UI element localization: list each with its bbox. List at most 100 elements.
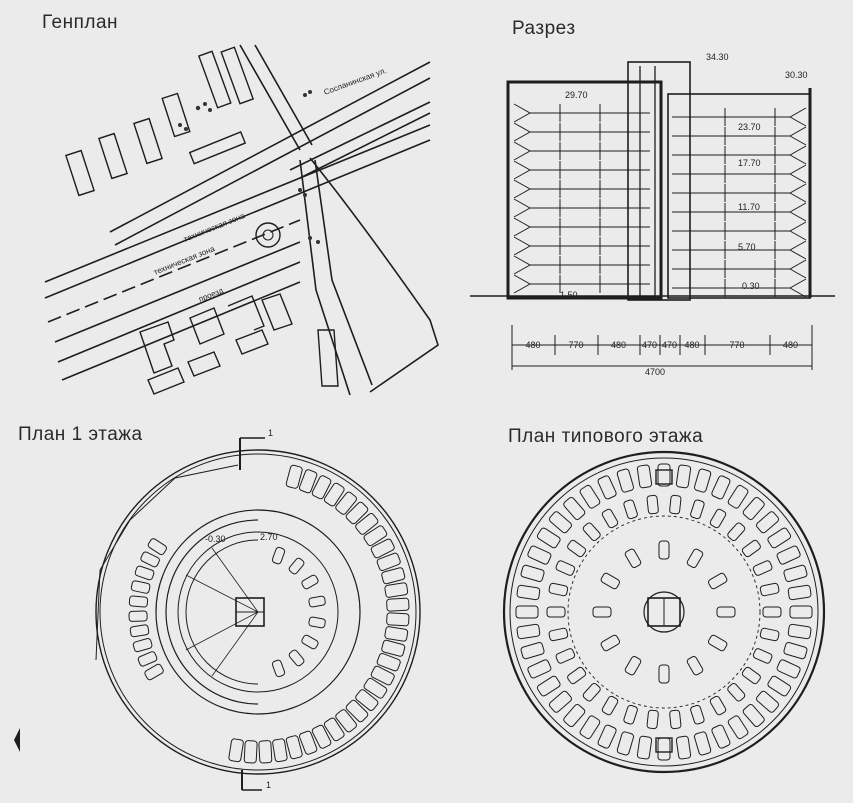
floor-slab-right: [672, 183, 807, 203]
parking-stall: [776, 659, 801, 679]
dimension-label: 470: [662, 340, 677, 350]
parking-stall: [582, 682, 601, 702]
parking-stall: [623, 499, 638, 520]
parking-stall: [384, 582, 409, 598]
parking-stall: [709, 695, 727, 716]
parking-stall: [370, 538, 395, 559]
parking-stall: [515, 605, 539, 619]
parking-stall: [690, 499, 705, 520]
parking-stall: [258, 740, 273, 764]
dimension-label: 770: [569, 340, 584, 350]
parking-stall: [623, 704, 638, 725]
parking-stall: [144, 663, 164, 681]
level-1: 29.70: [565, 90, 588, 100]
floor-slab-left: [513, 179, 650, 199]
parking-stall: [147, 538, 167, 556]
parking-stall: [601, 508, 619, 529]
parking-stall: [130, 580, 151, 594]
level-roof-top: 34.30: [706, 52, 729, 62]
parking-stall: [555, 560, 576, 576]
parking-stall: [370, 665, 395, 686]
parking-stall: [600, 572, 621, 590]
parking-stall: [707, 634, 728, 652]
parking-stall: [686, 548, 704, 569]
parking-stall: [311, 724, 332, 749]
parking-stall: [600, 634, 621, 652]
dimension-label: 480: [685, 340, 700, 350]
parking-stall: [384, 626, 409, 642]
floor-slab-right: [672, 126, 807, 146]
parking-stall: [527, 545, 552, 565]
parking-stall: [690, 704, 705, 725]
dimension-total: 4700: [645, 367, 665, 377]
parking-stall: [335, 491, 357, 515]
parking-stall: [516, 623, 541, 640]
parking-stall: [345, 501, 369, 525]
parking-stall: [516, 584, 541, 601]
parking-stall: [711, 724, 731, 749]
parking-stall: [128, 610, 148, 622]
parking-stall: [783, 564, 808, 583]
parking-stall: [783, 641, 808, 660]
parking-stall: [323, 717, 345, 742]
floor-slab-right: [672, 107, 807, 127]
parking-stall: [741, 666, 761, 685]
parking-stall: [355, 689, 379, 711]
parking-stall: [381, 567, 406, 585]
parking-stall: [657, 737, 671, 761]
parking-stall: [759, 582, 780, 597]
parking-stall: [299, 469, 318, 494]
parking-stall: [376, 653, 401, 672]
cut-label-bottom: 1: [266, 780, 271, 790]
parking-stall: [601, 695, 619, 716]
parking-stall: [548, 582, 569, 597]
floor-slab-left: [513, 217, 650, 237]
parking-stall: [658, 540, 670, 560]
parking-stall: [140, 551, 160, 568]
dimension-label: 480: [783, 340, 798, 350]
parking-stall: [636, 735, 653, 760]
level-4: 11.70: [738, 202, 760, 212]
level-2: 23.70: [738, 122, 761, 132]
parking-stall: [563, 704, 586, 728]
parking-stall: [669, 709, 682, 730]
parking-stall: [567, 539, 587, 558]
parking-stall: [345, 699, 369, 723]
parking-stall: [381, 639, 406, 657]
parking-stall: [658, 664, 670, 684]
parking-stall: [752, 560, 773, 576]
mark-b: 2.70: [260, 532, 278, 542]
parking-stall: [742, 496, 765, 520]
parking-stall: [669, 494, 682, 515]
parking-stall: [711, 475, 731, 500]
floor-slab-left: [513, 160, 650, 180]
parking-stall: [756, 511, 780, 534]
title-ground-floor-plan: План 1 этажа: [18, 424, 143, 445]
parking-stall: [243, 740, 258, 764]
parking-stall: [727, 715, 749, 740]
north-arrow-icon: [14, 728, 20, 752]
level-5: 5.70: [738, 242, 756, 252]
parking-stall: [527, 659, 552, 679]
parking-stall: [555, 648, 576, 664]
floor-slab-left: [513, 198, 650, 218]
parking-stall: [271, 546, 286, 565]
parking-stall: [756, 690, 780, 713]
level-roof-right: 30.30: [785, 70, 808, 80]
parking-stall: [288, 649, 305, 667]
parking-stall: [789, 605, 813, 619]
parking-stall: [129, 624, 150, 638]
parking-stall: [311, 475, 332, 500]
parking-stall: [376, 552, 401, 571]
parking-stall: [686, 655, 704, 676]
floor-slab-left: [513, 255, 650, 275]
level-3: 17.70: [738, 158, 761, 168]
parking-stall: [520, 564, 545, 583]
parking-stall: [567, 666, 587, 685]
parking-stall: [386, 597, 410, 612]
parking-stall: [536, 675, 561, 697]
parking-stall: [548, 511, 572, 534]
parking-stall: [616, 468, 635, 493]
